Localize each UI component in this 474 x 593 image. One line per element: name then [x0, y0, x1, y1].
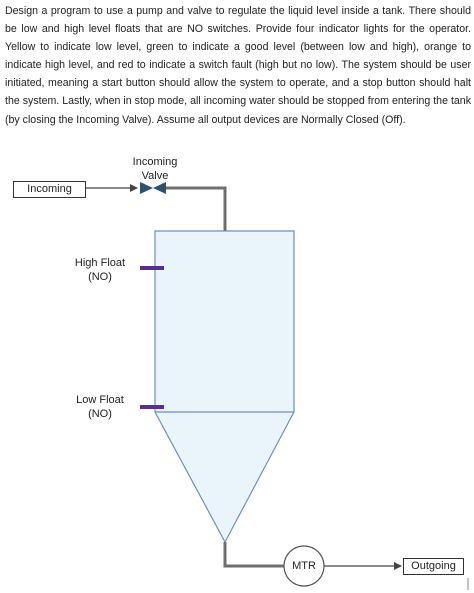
low-float-label-line1: Low Float — [76, 394, 124, 406]
low-float-label-line2: (NO) — [88, 408, 112, 420]
low-float-label: Low Float (NO) — [60, 393, 140, 421]
motor-label: MTR — [292, 560, 316, 572]
high-float-label-line2: (NO) — [88, 271, 112, 283]
outlet-pipe — [223, 542, 284, 568]
incoming-valve-label-line1: Incoming — [132, 156, 178, 168]
high-float-label-line1: High Float — [74, 257, 126, 269]
low-float-marker — [140, 405, 164, 409]
incoming-box: Incoming — [13, 181, 86, 198]
incoming-valve-label: Incoming Valve — [115, 155, 195, 183]
outgoing-box: Outgoing — [403, 558, 464, 575]
tank — [154, 230, 295, 544]
incoming-valve-label-line2: Valve — [141, 170, 169, 182]
high-float-marker — [140, 266, 164, 270]
high-float-label: High Float (NO) — [60, 256, 140, 284]
inlet-pipe — [166, 186, 227, 231]
problem-statement: Design a program to use a pump and valve… — [5, 5, 471, 126]
incoming-valve-icon — [140, 182, 166, 194]
